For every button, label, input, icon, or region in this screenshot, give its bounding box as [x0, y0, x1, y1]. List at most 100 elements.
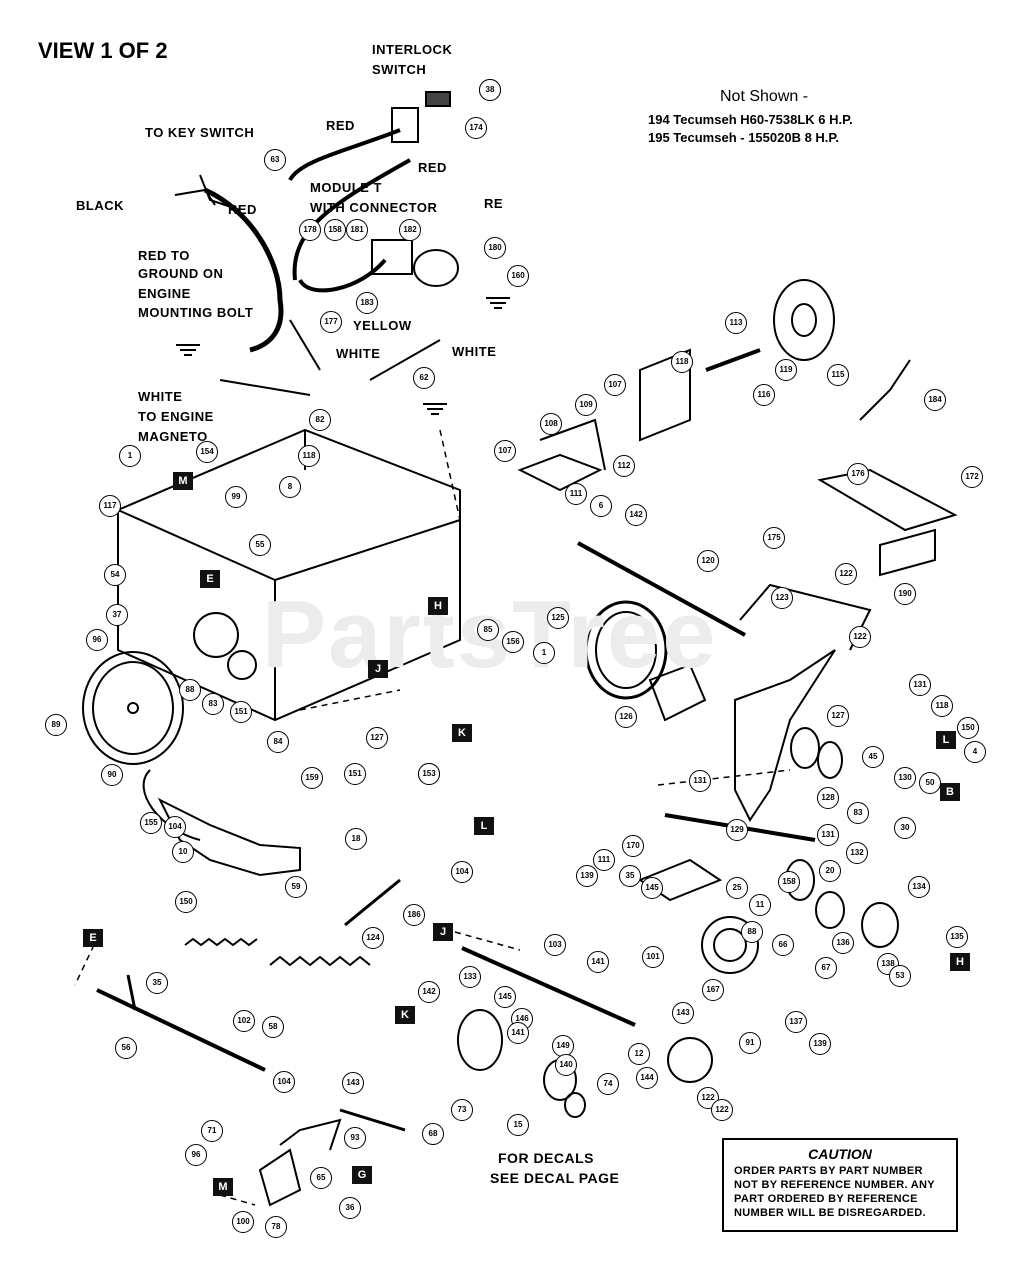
part-callout: 18 [345, 828, 367, 850]
part-callout: 124 [362, 927, 384, 949]
view-marker: E [200, 570, 220, 588]
part-callout: 88 [741, 921, 763, 943]
part-callout: 115 [827, 364, 849, 386]
part-callout: 11 [749, 894, 771, 916]
caution-line: NOT BY REFERENCE NUMBER. ANY [734, 1179, 935, 1191]
part-callout: 101 [642, 946, 664, 968]
part-callout: 170 [622, 835, 644, 857]
part-callout: 118 [671, 351, 693, 373]
ground-note-line: GROUND ON [138, 266, 224, 281]
part-callout: 122 [711, 1099, 733, 1121]
gear-125 [584, 600, 668, 700]
part-callout: 132 [846, 842, 868, 864]
part-callout: 99 [225, 486, 247, 508]
module-body [371, 239, 413, 275]
part-callout: 129 [726, 819, 748, 841]
part-callout: 83 [847, 802, 869, 824]
part-callout: 127 [366, 727, 388, 749]
wire-module [292, 158, 411, 281]
pulley-89 [82, 651, 184, 765]
part-callout: 190 [894, 583, 916, 605]
part-callout: 104 [164, 816, 186, 838]
part-callout: 122 [835, 563, 857, 585]
part-callout: 183 [356, 292, 378, 314]
part-callout: 1 [119, 445, 141, 467]
part-callout: 131 [817, 824, 839, 846]
part-callout: 10 [172, 841, 194, 863]
part-callout: 176 [847, 463, 869, 485]
part-callout: 139 [809, 1033, 831, 1055]
view-marker: J [433, 923, 453, 941]
part-callout: 91 [739, 1032, 761, 1054]
red-wire-label: RED [326, 118, 355, 133]
red-wire-label: RED [228, 202, 257, 217]
magneto-note-line: TO ENGINE [138, 409, 214, 424]
part-callout: 175 [763, 527, 785, 549]
connector-label: WITH CONNECTOR [310, 200, 438, 215]
part-callout: 85 [477, 619, 499, 641]
view-marker: L [936, 731, 956, 749]
part-callout: 177 [320, 311, 342, 333]
view-marker: H [428, 597, 448, 615]
part-173-plate [425, 91, 451, 107]
lever-arm [734, 649, 836, 822]
part-callout: 167 [702, 979, 724, 1001]
caution-line: PART ORDERED BY REFERENCE [734, 1193, 918, 1205]
black-wire-label: BLACK [76, 198, 124, 213]
caution-line: ORDER PARTS BY PART NUMBER [734, 1165, 923, 1177]
part-callout: 123 [771, 587, 793, 609]
part-callout: 145 [641, 877, 663, 899]
part-callout: 66 [772, 934, 794, 956]
part-callout: 151 [344, 763, 366, 785]
ground-note-line: MOUNTING BOLT [138, 305, 254, 320]
part-callout: 35 [146, 972, 168, 994]
caution-text: ORDER PARTS BY PART NUMBER NOT BY REFERE… [734, 1164, 956, 1220]
part-callout: 144 [636, 1067, 658, 1089]
part-callout: 112 [613, 455, 635, 477]
part-callout: 134 [908, 876, 930, 898]
decal-note-line: SEE DECAL PAGE [490, 1170, 620, 1186]
part-callout: 56 [115, 1037, 137, 1059]
part-callout: 36 [339, 1197, 361, 1219]
impeller-115 [773, 279, 835, 361]
part-callout: 100 [232, 1211, 254, 1233]
interlock-switch-body [391, 107, 419, 143]
part-callout: 58 [262, 1016, 284, 1038]
part-callout: 153 [418, 763, 440, 785]
interlock-label: INTERLOCK [372, 42, 453, 57]
part-callout: 102 [233, 1010, 255, 1032]
part-callout: 186 [403, 904, 425, 926]
wire-harness [203, 187, 284, 353]
part-callout: 131 [909, 674, 931, 696]
part-callout: 111 [565, 483, 587, 505]
part-callout: 130 [894, 767, 916, 789]
view-marker: J [368, 660, 388, 678]
part-callout: 82 [309, 409, 331, 431]
part-callout: 8 [279, 476, 301, 498]
part-callout: 35 [619, 865, 641, 887]
part-callout: 141 [587, 951, 609, 973]
part-callout: 159 [301, 767, 323, 789]
part-callout: 55 [249, 534, 271, 556]
part-callout: 15 [507, 1114, 529, 1136]
magneto-note-line: MAGNETO [138, 429, 208, 444]
part-callout: 104 [451, 861, 473, 883]
magneto-note-line: WHITE [138, 389, 183, 404]
part-callout: 150 [175, 891, 197, 913]
not-shown-heading: Not Shown - [720, 88, 809, 105]
ground-note-line: RED TO [138, 248, 190, 263]
part-callout: 54 [104, 564, 126, 586]
part-callout: 30 [894, 817, 916, 839]
part-callout: 65 [310, 1167, 332, 1189]
part-callout: 139 [576, 865, 598, 887]
part-callout: 145 [494, 986, 516, 1008]
view-marker: M [213, 1178, 233, 1196]
part-callout: 111 [593, 849, 615, 871]
part-callout: 160 [507, 265, 529, 287]
part-callout: 142 [418, 981, 440, 1003]
part-callout: 104 [273, 1071, 295, 1093]
part-callout: 116 [753, 384, 775, 406]
part-callout: 20 [819, 860, 841, 882]
part-callout: 96 [185, 1144, 207, 1166]
to-key-switch-label: TO KEY SWITCH [145, 125, 255, 140]
